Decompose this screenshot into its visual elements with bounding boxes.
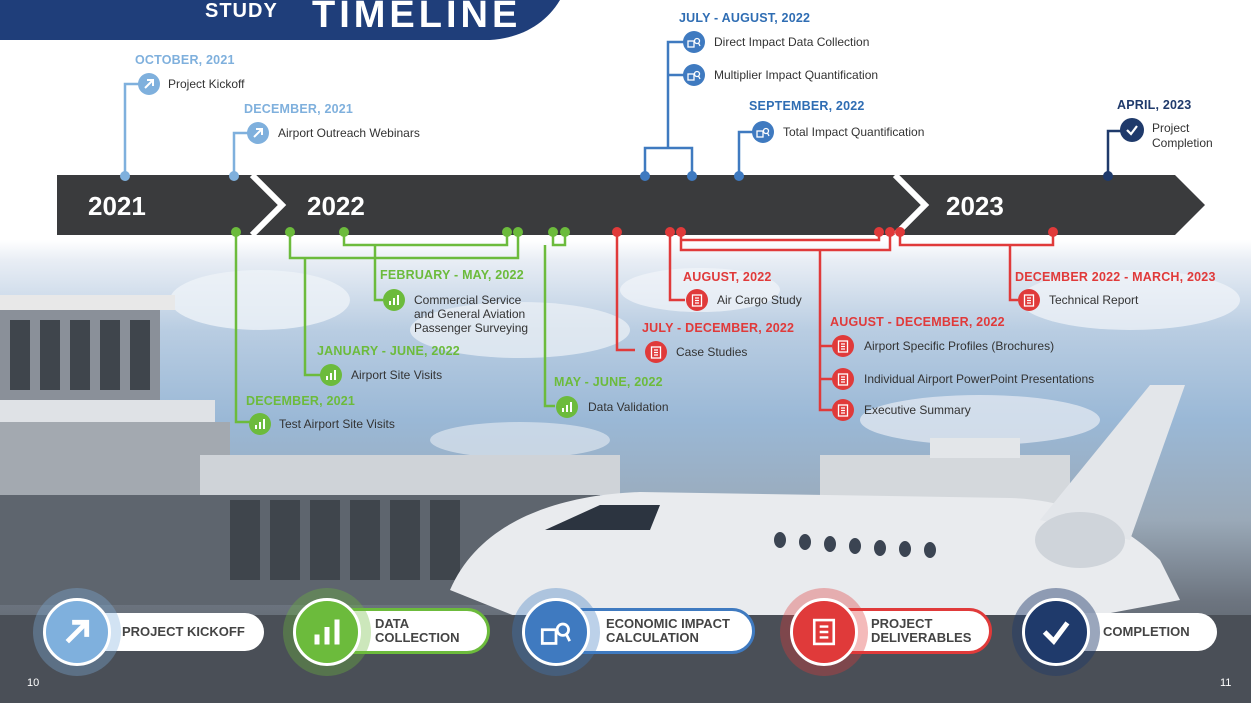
- document-list-icon: [686, 289, 708, 311]
- event-label-project-kickoff: Project Kickoff: [168, 77, 245, 91]
- event-label-project: Project: [1152, 121, 1190, 135]
- event-label-commercial-service: Commercial Service: [414, 293, 522, 307]
- header-title: TIMELINE: [312, 0, 522, 36]
- event-label-airport-site-visits: Airport Site Visits: [351, 368, 443, 382]
- event-label-total-impact-quantification: Total Impact Quantification: [783, 125, 925, 139]
- event-label-airport-specific-profiles: Airport Specific Profiles (Brochures): [864, 339, 1055, 353]
- arrow-up-right-icon: [43, 598, 111, 666]
- event-label-completion: Completion: [1152, 136, 1213, 150]
- event-date-april-2023: APRIL, 2023: [1117, 98, 1192, 112]
- document-list-icon: [832, 399, 854, 421]
- event-date-october-2021: OCTOBER, 2021: [135, 53, 235, 67]
- legend-completion-badge: [1012, 588, 1100, 676]
- event-label-passenger-surveying: Passenger Surveying: [414, 321, 529, 335]
- year-2022: 2022: [307, 191, 365, 221]
- header-prefix: STUDY: [205, 0, 278, 22]
- event-label-technical-report: Technical Report: [1049, 293, 1139, 307]
- event-label-direct-impact-data-collection: Direct Impact Data Collection: [714, 35, 870, 49]
- building-magnifier-icon: [683, 64, 705, 86]
- checkmark-icon: [1022, 598, 1090, 666]
- document-list-icon: [1018, 289, 1040, 311]
- event-label-air-cargo-study: Air Cargo Study: [717, 293, 802, 307]
- event-label-multiplier-impact-quantification: Multiplier Impact Quantification: [714, 68, 879, 82]
- event-date-december-2022-march-2023: DECEMBER 2022 - MARCH, 2023: [1015, 270, 1216, 284]
- event-label-case-studies: Case Studies: [676, 345, 748, 359]
- event-date-september-2022: SEPTEMBER, 2022: [749, 99, 865, 113]
- legend-economic-impact: ECONOMIC IMPACT CALCULATION: [555, 608, 755, 654]
- event-label-executive-summary: Executive Summary: [864, 403, 971, 417]
- event-date-february-may-2022: FEBRUARY - MAY, 2022: [380, 268, 524, 282]
- checkmark-icon: [1120, 118, 1144, 142]
- document-list-icon: [790, 598, 858, 666]
- event-label-general-aviation: and General Aviation: [414, 307, 526, 321]
- building-magnifier-icon: [683, 31, 705, 53]
- legend-data-badge: [283, 588, 371, 676]
- bar-chart-icon: [293, 598, 361, 666]
- year-2021: 2021: [88, 191, 146, 221]
- document-list-icon: [645, 341, 667, 363]
- event-label-individual-airport-powerpoint: Individual Airport PowerPoint Presentati…: [864, 372, 1095, 386]
- legend-label-calculation: CALCULATION: [606, 630, 699, 645]
- bar-chart-icon: [249, 413, 271, 435]
- building-magnifier-icon: [752, 121, 774, 143]
- event-date-july-december-2022: JULY - DECEMBER, 2022: [642, 321, 795, 335]
- event-date-august-2022: AUGUST, 2022: [683, 270, 772, 284]
- bar-chart-icon: [556, 396, 578, 418]
- legend-label-deliverables: DELIVERABLES: [871, 630, 972, 645]
- bar-chart-icon: [383, 289, 405, 311]
- legend-label-collection: COLLECTION: [375, 630, 460, 645]
- event-label-airport-outreach-webinars: Airport Outreach Webinars: [278, 126, 420, 140]
- bar-chart-icon: [320, 364, 342, 386]
- event-label-data-validation: Data Validation: [588, 400, 669, 414]
- building-magnifier-icon: [522, 598, 590, 666]
- document-list-icon: [832, 368, 854, 390]
- legend-economic-badge: [512, 588, 600, 676]
- legend-label-project-kickoff: PROJECT KICKOFF: [122, 624, 245, 639]
- legend-label-completion: COMPLETION: [1103, 624, 1190, 639]
- legend-label-economic-impact: ECONOMIC IMPACT: [606, 616, 730, 631]
- legend-label-data: DATA: [375, 616, 410, 631]
- event-date-december-2021-site-visits: DECEMBER, 2021: [246, 394, 356, 408]
- event-date-august-december-2022: AUGUST - DECEMBER, 2022: [830, 315, 1005, 329]
- event-label-test-airport-site-visits: Test Airport Site Visits: [279, 417, 395, 431]
- event-date-january-june-2022: JANUARY - JUNE, 2022: [317, 344, 460, 358]
- document-list-icon: [832, 335, 854, 357]
- page-number-left: 10: [27, 677, 40, 689]
- event-date-may-june-2022: MAY - JUNE, 2022: [554, 375, 663, 389]
- year-2023: 2023: [946, 191, 1004, 221]
- page-number-right: 11: [1220, 677, 1232, 689]
- legend-kickoff-badge: [33, 588, 121, 676]
- event-date-july-august-2022: JULY - AUGUST, 2022: [679, 11, 811, 25]
- legend-deliverables-badge: [780, 588, 868, 676]
- event-date-december-2021: DECEMBER, 2021: [244, 102, 354, 116]
- arrow-up-right-icon: [247, 122, 269, 144]
- legend-label-project: PROJECT: [871, 616, 933, 631]
- arrow-up-right-icon: [138, 73, 160, 95]
